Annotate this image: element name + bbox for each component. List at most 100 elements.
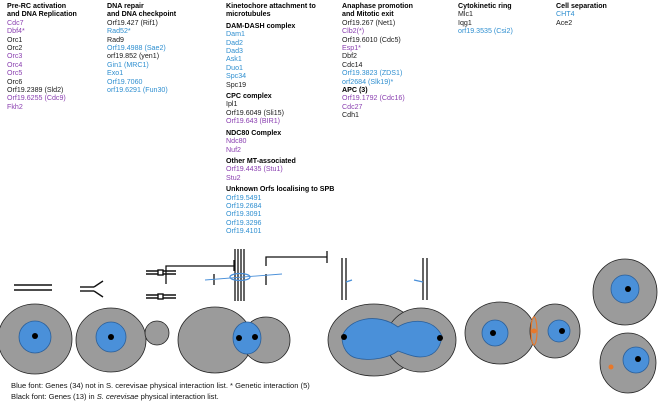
- gene-item: Cdc7: [7, 18, 24, 27]
- dna-replication-forks: [14, 269, 176, 300]
- spb-dot: [635, 356, 641, 362]
- gene-item: Orf19.4988 (Sae2): [107, 44, 166, 53]
- gene-item: Spc34: [226, 72, 247, 81]
- group-title: Unknown Orfs localising to SPB: [226, 185, 335, 194]
- cell-anaphase: [327, 303, 457, 377]
- gene-item: Orf19.1792 (Cdc16): [342, 94, 405, 103]
- gene-item: Orf19.2389 (Sld2): [7, 86, 64, 95]
- gene-item: Stu2: [226, 173, 241, 182]
- gene-item: Orf19.5491: [226, 193, 262, 202]
- gene-item: Fkh2: [7, 102, 23, 111]
- group-title: Other MT-associated: [226, 156, 296, 165]
- gene-item: Esp1*: [342, 44, 361, 53]
- gene-item: Orf19.3091: [226, 210, 262, 219]
- gene-item: Orf19.2684: [226, 201, 262, 210]
- gene-item: Orc6: [7, 77, 23, 86]
- dna-sister-chromatids: [146, 269, 176, 300]
- gene-item: Orf19.267 (Net1): [342, 18, 396, 27]
- group-title: NDC80 Complex: [226, 128, 282, 137]
- cell-metaphase: [177, 306, 291, 374]
- spb-dot: [236, 335, 242, 341]
- legend-line-2: Black font: Genes (13) in S. cerevisae p…: [11, 392, 219, 401]
- gene-item: orf19.852 (yen1): [107, 52, 160, 61]
- gene-item: Iqg1: [458, 18, 472, 27]
- spb-dot: [559, 328, 565, 334]
- gene-item: Orc2: [7, 44, 23, 53]
- spb-dot: [252, 334, 258, 340]
- column-header: Kinetochore attachment to: [226, 2, 316, 10]
- gene-item: Orf19.643 (BIR1): [226, 117, 281, 126]
- gene-item: Nuf2: [226, 145, 241, 154]
- dna-strands-unreplicated: [14, 284, 52, 291]
- column-header: microtubules: [226, 10, 271, 19]
- gene-item: Orc4: [7, 60, 23, 69]
- cell-g1: [0, 303, 73, 375]
- gene-item: Ace2: [556, 18, 573, 27]
- gene-item: Orc3: [7, 52, 23, 61]
- gene-item: Clb2(*): [342, 27, 365, 36]
- gene-item: Dbf4*: [7, 27, 25, 36]
- gene-item: Exo1: [107, 69, 124, 78]
- gene-item: Orc5: [7, 69, 23, 78]
- cell-cytokinesis: [464, 301, 581, 365]
- gene-item: Duo1: [226, 63, 243, 72]
- column-header: Anaphase promotion: [342, 2, 413, 10]
- column-header: and Mitotic exit: [342, 10, 394, 19]
- gene-item: Orf19.6255 (Cdc9): [7, 94, 66, 103]
- group-title: DAM-DASH complex: [226, 21, 296, 30]
- column-header: DNA repair: [107, 2, 144, 10]
- gene-item: Dad2: [226, 38, 243, 47]
- gene-item: Ndc80: [226, 137, 247, 146]
- gene-item: Rad52*: [107, 27, 131, 36]
- gene-item: Orc1: [7, 35, 23, 44]
- legend-line-1: Blue font: Genes (34) not in S. cerevisa…: [11, 381, 310, 390]
- gene-item: Dad3: [226, 47, 243, 56]
- gene-item: Cdh1: [342, 111, 359, 120]
- gene-item: Orf19.3296: [226, 218, 262, 227]
- spb-dot: [341, 334, 347, 340]
- gene-item: orf19.6291 (Fun30): [107, 86, 168, 95]
- gene-item: Orf19.427 (Rif1): [107, 18, 158, 27]
- gene-item: Dbf2: [342, 52, 357, 61]
- anaphase-chromatids: [341, 258, 428, 300]
- group-title: CPC complex: [226, 92, 272, 101]
- gene-item: Ask1: [226, 55, 242, 64]
- gene-item: Dam1: [226, 30, 245, 39]
- spb-dot: [108, 334, 114, 340]
- legend-line-2-italic: S. cerevisae: [96, 392, 139, 401]
- gene-item: Cdc27: [342, 102, 363, 111]
- legend-line-2-pre: Black font: Genes (13) in: [11, 392, 97, 401]
- gene-item: Mlc1: [458, 10, 473, 19]
- gene-item: Gin1 (MRC1): [107, 60, 149, 69]
- gene-item: Ipl1: [226, 100, 238, 109]
- spb-dot: [490, 330, 496, 336]
- gene-item: Rad9: [107, 35, 124, 44]
- ring-dot: [531, 328, 537, 334]
- spb-dot: [437, 335, 443, 341]
- column-header: and DNA checkpoint: [107, 10, 177, 19]
- gene-item: Orf19.4435 (Stu1): [226, 165, 283, 174]
- gene-item: orf19.3535 (Csi2): [458, 27, 513, 36]
- group-title: APC (3): [342, 86, 368, 95]
- gene-item: Orf19.4101: [226, 227, 262, 236]
- spb-dot: [32, 333, 38, 339]
- gene-item: Orf19.6049 (Sli15): [226, 108, 284, 117]
- column-header: Pre-RC activation: [7, 2, 67, 10]
- gene-item: Spc19: [226, 80, 247, 89]
- bud-scar-dot: [608, 364, 614, 370]
- spb-dot: [625, 286, 631, 292]
- dna-fork: [80, 280, 104, 298]
- cell-budding: [75, 307, 170, 373]
- gene-item: Cdc14: [342, 60, 363, 69]
- column-header: and DNA Replication: [7, 10, 77, 19]
- spindle-attachment: [165, 249, 328, 301]
- column-header: Cell separation: [556, 2, 607, 10]
- legend-line-2-post: physical interaction list.: [138, 392, 219, 401]
